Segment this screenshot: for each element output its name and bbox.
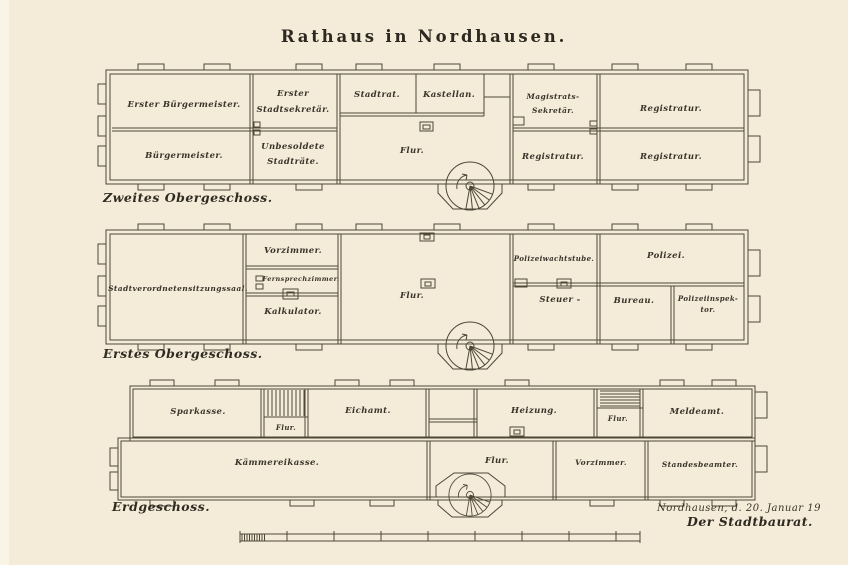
room-label: Registratur. <box>639 104 702 114</box>
room-label: Unbesoldete <box>261 142 325 152</box>
room-label: tor. <box>701 305 716 314</box>
room-label: Standesbeamter. <box>662 460 738 469</box>
floor-plan-ground: Sparkasse. Flur. Eichamt. Heizung. Flur.… <box>109 379 768 518</box>
room-label: Meldeamt. <box>669 407 724 417</box>
wall-fixture-icons <box>255 232 572 300</box>
telephone-icon <box>282 288 299 300</box>
place-date: Nordhausen, d. 20. Januar 19 <box>656 503 821 514</box>
room-label: Sekretär. <box>532 106 574 115</box>
wall-fixture-icons <box>509 426 525 437</box>
room-label: Kämmereikasse. <box>234 457 319 468</box>
room-label: Kastellan. <box>422 90 475 100</box>
signature: Der Stadtbaurat. <box>686 514 813 529</box>
paper-edge <box>0 0 9 565</box>
room-label: Polizeiwachtstube. <box>513 254 595 263</box>
scale-bar <box>239 531 641 543</box>
room-label: Steuer - <box>539 295 580 305</box>
floor-plan-second: Erster Bürgermeister. Bürgermeister. Ers… <box>97 63 761 211</box>
room-label: Fernsprechzimmer. <box>262 275 340 283</box>
outline <box>109 385 768 501</box>
room-label: Kalkulator. <box>263 307 322 317</box>
staircase-icon <box>267 390 305 416</box>
window-bumps <box>137 63 713 191</box>
floor-caption-ground: Erdgeschoss. <box>111 499 210 514</box>
room-label: Polizei. <box>646 251 685 261</box>
window-bumps <box>137 223 713 351</box>
room-label: Registratur. <box>521 152 584 162</box>
floor-caption-second: Zweites Obergeschoss. <box>102 190 273 205</box>
page-title: Rathaus in Nordhausen. <box>281 27 567 46</box>
room-label: Vorzimmer. <box>575 458 627 467</box>
stair-tower <box>437 321 503 371</box>
wall-fixture-icons <box>253 116 598 136</box>
outline <box>97 229 761 345</box>
stair-tower <box>437 161 503 211</box>
room-label: Eichamt. <box>344 406 391 416</box>
room-label: Bürgermeister. <box>144 150 223 161</box>
room-label: Heizung. <box>510 406 557 416</box>
floor-plan-first: Stadtverordnetensitzungssaal. Vorzimmer.… <box>97 223 761 371</box>
room-label: Registratur. <box>639 152 702 162</box>
room-label: Stadtsekretär. <box>256 104 329 115</box>
room-label: Bureau. <box>613 296 655 306</box>
room-label: Flur. <box>607 414 628 423</box>
room-label: Magistrats- <box>526 92 580 101</box>
room-label: Flur. <box>399 291 424 301</box>
room-label: Stadtrat. <box>354 90 400 100</box>
room-label: Stadtverordnetensitzungssaal. <box>108 284 248 293</box>
room-label: Erster <box>276 89 309 99</box>
outline <box>97 69 761 185</box>
staircase-icon <box>600 390 640 407</box>
room-label: Flur. <box>275 423 296 432</box>
walls <box>260 389 649 500</box>
room-label: Erster Bürgermeister. <box>127 99 241 110</box>
room-label: Stadträte. <box>267 156 319 167</box>
room-label: Flur. <box>484 456 509 466</box>
room-label: Sparkasse. <box>170 407 225 417</box>
room-label: Flur. <box>399 146 424 156</box>
room-label: Vorzimmer. <box>264 246 322 256</box>
room-label: Polizeiinspek- <box>677 294 738 303</box>
floor-caption-first: Erstes Obergeschoss. <box>102 346 263 361</box>
window-bumps <box>149 379 737 507</box>
stair-tower <box>435 472 506 518</box>
